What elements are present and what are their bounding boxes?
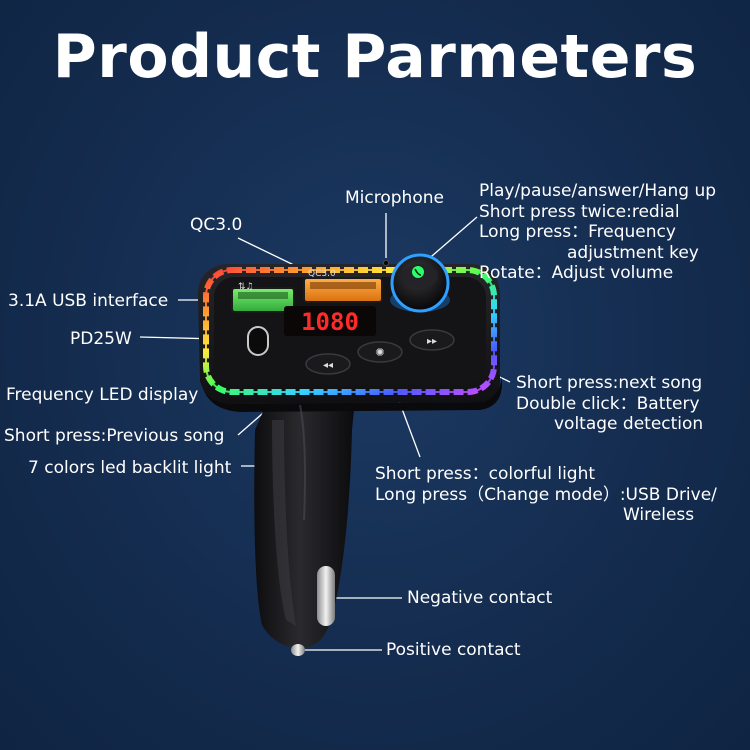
led-display-reading: 1080 — [301, 308, 359, 336]
label-light-button: Short press：colorful light Long press（Ch… — [375, 464, 717, 526]
label-qc30: QC3.0 — [190, 215, 243, 235]
knob-line-4: adjustment key — [567, 242, 699, 263]
next-button — [409, 329, 455, 351]
negative-contact — [317, 566, 335, 626]
label-pd25w: PD25W — [70, 329, 132, 349]
next-icon: ▸▸ — [427, 336, 437, 347]
usb-qc-label: QC3.0 — [308, 269, 336, 279]
label-positive-contact: Positive contact — [386, 640, 521, 660]
next-line-1: Short press:next song — [516, 373, 703, 393]
knob-line-3: Long press：Frequency — [479, 222, 676, 242]
phone-icon — [412, 266, 424, 278]
label-negative-contact: Negative contact — [407, 588, 553, 608]
next-line-2: Double click：Battery — [516, 393, 700, 414]
light-line-1: Short press：colorful light — [375, 464, 596, 484]
knob-line-5: Rotate：Adjust volume — [479, 263, 674, 283]
label-short-press-prev: Short press:Previous song — [4, 426, 225, 446]
next-line-3: voltage detection — [554, 414, 704, 434]
previous-button — [305, 353, 351, 375]
label-knob-functions: Play/pause/answer/Hang up Short press tw… — [479, 181, 716, 284]
usb-c-port — [247, 326, 269, 356]
light-line-2: Long press（Change mode）:USB Drive/ — [375, 484, 717, 505]
label-freq-led-display: Frequency LED display — [6, 385, 199, 405]
usb-port-qc — [303, 277, 383, 303]
label-backlight: 7 colors led backlit light — [28, 458, 232, 478]
led-display — [284, 306, 376, 336]
light-line-3: Wireless — [623, 505, 695, 525]
page-title: Product Parmeters — [52, 22, 698, 92]
microphone-hole — [382, 259, 389, 266]
positive-contact — [291, 644, 305, 656]
previous-icon: ◂◂ — [323, 360, 333, 371]
label-next-song: Short press:next song Double click：Batte… — [516, 373, 703, 435]
bulb-icon: ✺ — [375, 347, 384, 359]
knob-line-2: Short press twice:redial — [479, 201, 680, 222]
label-usb-interface: 3.1A USB interface — [8, 291, 169, 311]
light-button — [357, 341, 403, 363]
knob-line-1: Play/pause/answer/Hang up — [479, 181, 717, 201]
label-microphone: Microphone — [345, 188, 444, 208]
usb-music-label: ⇅♫ — [238, 282, 254, 292]
